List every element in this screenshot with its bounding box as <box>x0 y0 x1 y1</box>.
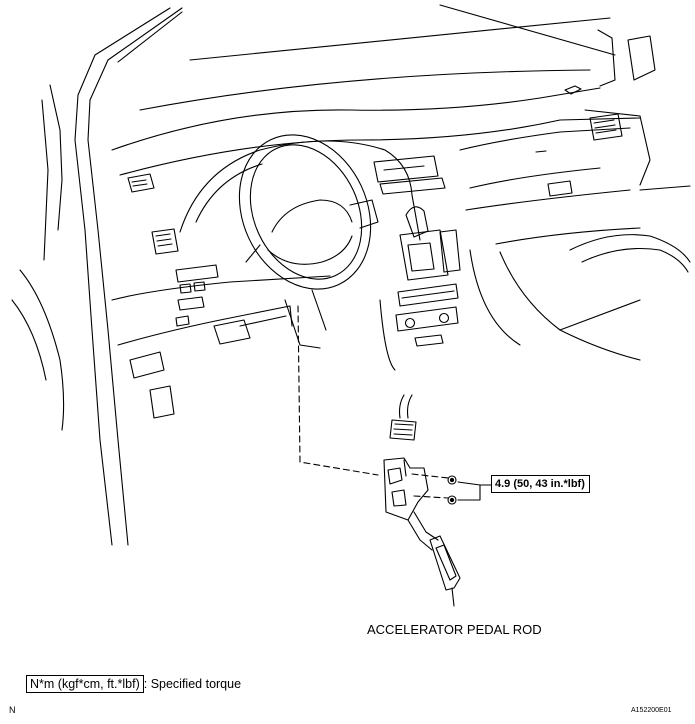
corner-letter: N <box>9 705 16 715</box>
windshield-edge <box>139 4 656 111</box>
legend-description: : Specified torque <box>143 677 242 691</box>
glovebox-and-door <box>459 127 691 361</box>
a-pillar <box>11 7 183 546</box>
torque-bracket <box>457 481 492 501</box>
accelerator-pedal-rod-label: ACCELERATOR PEDAL ROD <box>367 622 542 637</box>
lower-dashboard <box>111 228 331 419</box>
pedal-connector <box>389 394 417 441</box>
figure-code: A152200E01 <box>631 707 672 714</box>
center-console <box>373 155 521 371</box>
steering-wheel <box>238 134 379 349</box>
torque-spec-label: 4.9 (50, 43 in.*lbf) <box>491 475 590 493</box>
dashboard-top <box>111 85 651 193</box>
leader-line <box>297 305 449 499</box>
torque-legend: N*m (kgf*cm, ft.*lbf): Specified torque <box>26 675 242 693</box>
instrument-cluster-hood <box>179 140 421 241</box>
legend-unit-box: N*m (kgf*cm, ft.*lbf) <box>26 675 144 693</box>
mounting-bolts <box>447 475 457 505</box>
accelerator-pedal-assembly <box>383 457 461 607</box>
